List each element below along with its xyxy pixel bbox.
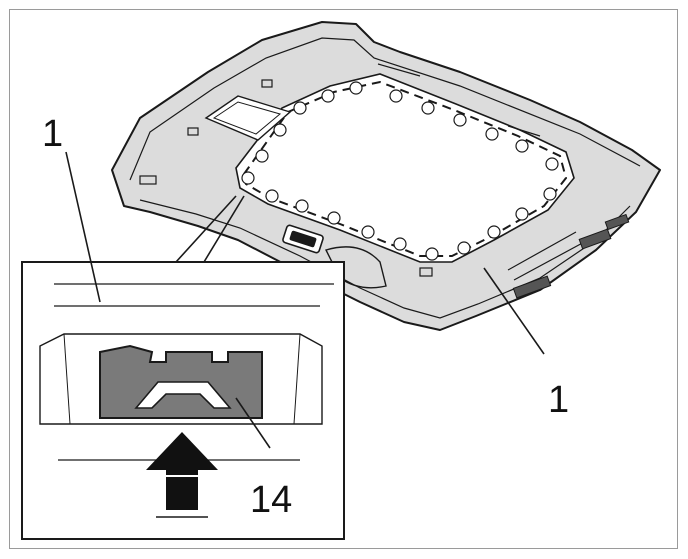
clip-circle-icon bbox=[349, 81, 363, 95]
clip-circle-icon bbox=[425, 247, 439, 261]
clip-markers bbox=[241, 81, 559, 261]
arrow-up-icon bbox=[146, 432, 218, 518]
headliner-panel bbox=[111, 21, 661, 331]
clip-circle-icon bbox=[273, 123, 287, 137]
attachment-tabs bbox=[512, 213, 630, 299]
callout-headliner-right: 1 bbox=[548, 379, 569, 421]
clip-circle-icon bbox=[295, 199, 309, 213]
clip-circle-icon bbox=[327, 211, 341, 225]
clip-circle-icon bbox=[457, 241, 471, 255]
clip-circle-icon bbox=[485, 127, 499, 141]
leader-lines bbox=[65, 151, 545, 449]
callout-clip: 14 bbox=[250, 479, 292, 521]
callout-headliner-left: 1 bbox=[42, 113, 63, 155]
clip-circle-icon bbox=[255, 149, 269, 163]
clip-circle-icon bbox=[321, 89, 335, 103]
clip-body bbox=[99, 344, 263, 419]
clip-circle-icon bbox=[389, 89, 403, 103]
clip-circle-icon bbox=[293, 101, 307, 115]
clip-circle-icon bbox=[545, 157, 559, 171]
clip-circle-icon bbox=[487, 225, 501, 239]
clip-circle-icon bbox=[265, 189, 279, 203]
clip-circle-icon bbox=[543, 187, 557, 201]
clip-circle-icon bbox=[361, 225, 375, 239]
clip-circle-icon bbox=[421, 101, 435, 115]
clip-circle-icon bbox=[515, 139, 529, 153]
clip-circle-icon bbox=[515, 207, 529, 221]
detail-inset bbox=[21, 195, 345, 540]
clip-circle-icon bbox=[393, 237, 407, 251]
clip-circle-icon bbox=[241, 171, 255, 185]
figure-frame bbox=[9, 9, 678, 549]
clip-circle-icon bbox=[453, 113, 467, 127]
